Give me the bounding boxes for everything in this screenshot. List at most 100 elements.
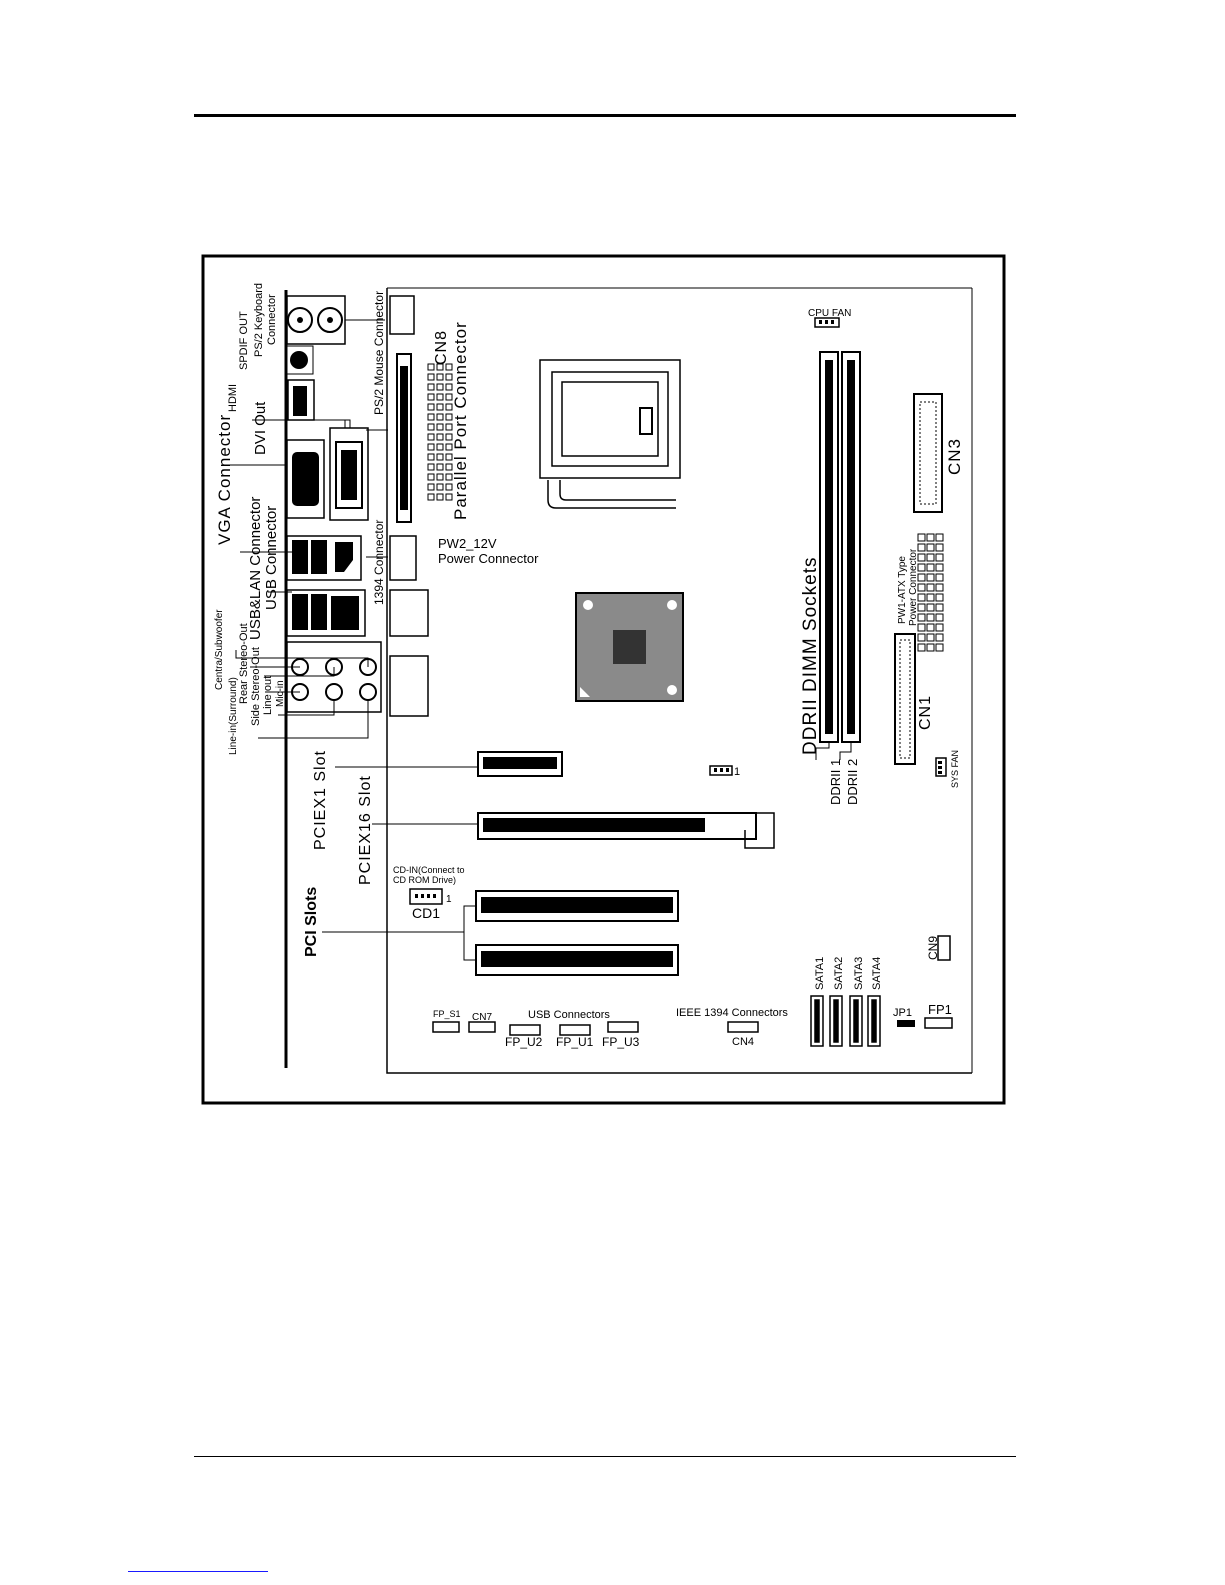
header-pin — [427, 443, 435, 451]
label-fp-u2: FP_U2 — [505, 1035, 543, 1049]
bottom-headers — [432, 1021, 759, 1036]
northbridge-chip — [575, 592, 684, 702]
usb-lan-block — [286, 589, 366, 637]
header-pin — [445, 393, 453, 401]
header-pin — [436, 483, 444, 491]
label-ddrii2: DDRII 2 — [845, 759, 860, 805]
cn8-header — [427, 363, 453, 501]
header-pin — [926, 633, 935, 642]
label-pw2-12v: PW2_12V — [438, 536, 497, 551]
label-ps2-keyboard-2: Connector — [266, 294, 278, 345]
atx-power-connector — [917, 533, 944, 652]
label-dvi-out: DVI Out — [252, 401, 269, 455]
label-usb-lan: USB&LAN Connector — [247, 497, 264, 640]
header-pin — [427, 403, 435, 411]
label-hdmi: HDMI — [227, 384, 239, 412]
label-cn9: CN9 — [926, 936, 940, 960]
header-pin — [445, 363, 453, 371]
ps2-connectors — [286, 295, 385, 345]
header-pin — [917, 613, 926, 622]
label-pw1-power: Power Connector — [908, 548, 919, 626]
label-ps2-keyboard: PS/2 Keyboard — [253, 283, 265, 357]
header-pin — [427, 393, 435, 401]
label-sata3: SATA3 — [853, 957, 865, 990]
spdif-jack — [284, 345, 314, 375]
header-pin — [445, 423, 453, 431]
aux-fan-header — [709, 765, 733, 776]
header-pin — [445, 443, 453, 451]
cd1-header — [409, 888, 443, 905]
fp1-header — [924, 1017, 953, 1029]
footer-link-underline[interactable] — [128, 1571, 268, 1572]
header-pin — [436, 423, 444, 431]
label-pciex1: PCIEX1 Slot — [312, 750, 329, 850]
header-pin — [427, 423, 435, 431]
header-pin — [926, 643, 935, 652]
jp1-jumper — [897, 1020, 915, 1027]
header-pin — [436, 433, 444, 441]
header-pin — [926, 553, 935, 562]
header-pin — [427, 463, 435, 471]
header-pin — [935, 603, 944, 612]
label-pci-slots: PCI Slots — [303, 887, 320, 957]
label-cd-in-1: CD-IN(Connect to — [393, 865, 465, 875]
pciex16-slot — [372, 812, 775, 849]
label-pw2-power: Power Connector — [438, 551, 539, 566]
header-pin — [445, 433, 453, 441]
header-pin — [427, 373, 435, 381]
header-pin — [436, 413, 444, 421]
header-pin — [436, 383, 444, 391]
header-pin — [436, 373, 444, 381]
cn9-header — [937, 935, 951, 961]
label-usb-connector: USB Connector — [263, 506, 280, 610]
header-pin — [926, 583, 935, 592]
header-rule — [194, 114, 1016, 117]
header-pin — [935, 573, 944, 582]
label-fp-s1: FP_S1 — [433, 1009, 461, 1019]
label-line-out: Line out — [262, 676, 274, 715]
header-pin — [935, 543, 944, 552]
header-pin — [917, 593, 926, 602]
header-pin — [427, 473, 435, 481]
diagram-frame — [201, 254, 1006, 1105]
label-fp-u3: FP_U3 — [602, 1035, 640, 1049]
sata-connectors — [810, 995, 881, 1047]
hdmi-port — [287, 379, 315, 421]
label-rear-stereo: Rear Stereo-Out — [238, 623, 250, 704]
header-pin — [445, 463, 453, 471]
board-outline — [386, 288, 972, 1074]
header-pin — [445, 403, 453, 411]
header-pin — [436, 443, 444, 451]
header-pin — [917, 533, 926, 542]
label-sata2: SATA2 — [833, 957, 845, 990]
header-pin — [935, 553, 944, 562]
header-pin — [427, 433, 435, 441]
label-pciex16: PCIEX16 Slot — [357, 775, 374, 885]
label-sys-fan: SYS FAN — [950, 750, 960, 788]
footer-rule — [194, 1456, 1016, 1457]
header-pin — [917, 633, 926, 642]
header-pin — [436, 363, 444, 371]
header-pin — [917, 543, 926, 552]
io-leader-lines — [228, 419, 388, 593]
label-cpu-fan: CPU FAN — [808, 308, 851, 319]
header-pin — [436, 453, 444, 461]
header-pin — [926, 533, 935, 542]
label-sata4: SATA4 — [871, 957, 883, 990]
label-spdif-out: SPDIF OUT — [238, 311, 250, 370]
label-cn8: CN8 — [433, 330, 450, 365]
dvi-port — [329, 420, 369, 521]
usb-1394-block — [286, 535, 362, 581]
label-ddrii1: DDRII 1 — [828, 759, 843, 805]
header-pin — [917, 643, 926, 652]
pci-slots — [322, 890, 679, 976]
cpu-socket — [539, 359, 681, 509]
header-pin — [935, 533, 944, 542]
header-pin — [427, 483, 435, 491]
label-vga-connector: VGA Connector — [215, 414, 234, 545]
label-sata1: SATA1 — [814, 957, 826, 990]
header-pin — [917, 603, 926, 612]
cn3-ide-header — [913, 393, 943, 513]
cn1-floppy-header — [894, 633, 916, 765]
